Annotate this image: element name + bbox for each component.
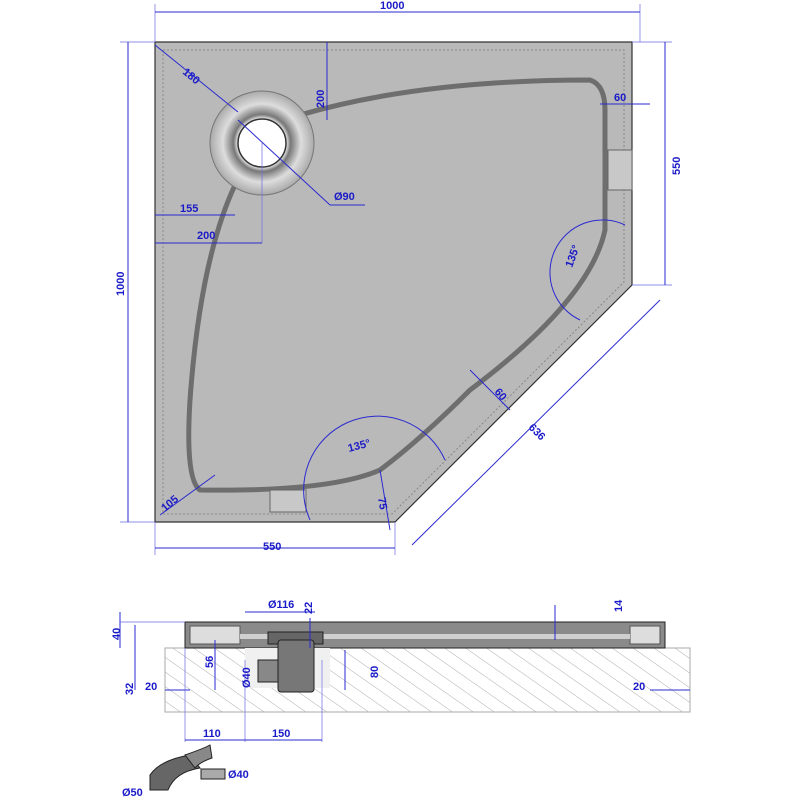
basin-contour: [186, 77, 608, 493]
dim-left-20: 20: [145, 681, 157, 693]
dim-outlet-diameter: Ø116: [268, 599, 294, 611]
dim-110: 110: [203, 728, 221, 740]
dim-right-side: 550: [671, 157, 683, 175]
dim-height-left: 1000: [115, 272, 127, 296]
dim-bottom-side: 550: [263, 541, 281, 553]
tray-surface: [240, 634, 630, 639]
elbow-fitting: Ø50 Ø40: [122, 744, 249, 799]
fitting-inlet-label: Ø50: [122, 787, 143, 799]
dim-75: 75: [375, 496, 389, 510]
dim-56: 56: [204, 656, 216, 668]
siphon-body: [277, 639, 315, 693]
dim-angle-bottom: 135°: [347, 437, 372, 454]
dim-rim-right: 60: [614, 92, 626, 104]
fitting-elbow: [184, 744, 213, 769]
dim-right-20: 20: [633, 681, 645, 693]
dim-40: 40: [111, 628, 123, 640]
outlet-pipe: [257, 659, 279, 683]
fitting-outlet: [200, 768, 226, 780]
dim-32: 32: [124, 683, 136, 695]
dim-drain-diameter: Ø90: [334, 191, 355, 203]
dim-width-top: 1000: [380, 0, 404, 12]
dim-80: 80: [369, 666, 381, 678]
dim-14: 14: [613, 599, 625, 612]
dim-pipe-40: Ø40: [241, 667, 253, 688]
overflow-notch-right: [607, 149, 633, 191]
plan-view: 1000 1000 550 550 636 180 200 Ø90 155 20…: [115, 0, 683, 555]
tray-cavity-right: [629, 625, 661, 645]
dim-drain-left: 200: [197, 230, 215, 242]
dim-155: 155: [180, 203, 198, 215]
fitting-outlet-label: Ø40: [228, 769, 249, 781]
section-view: Ø116 22 14 40 56 Ø40 80 32 20 20 110 150: [111, 599, 691, 742]
dim-22: 22: [303, 602, 315, 614]
dim-150: 150: [272, 728, 290, 740]
tray-rim: [162, 49, 625, 515]
overflow-notch-bottom: [269, 489, 307, 513]
dim-diagonal: 636: [526, 422, 547, 443]
dim-drain-top: 200: [315, 90, 327, 108]
